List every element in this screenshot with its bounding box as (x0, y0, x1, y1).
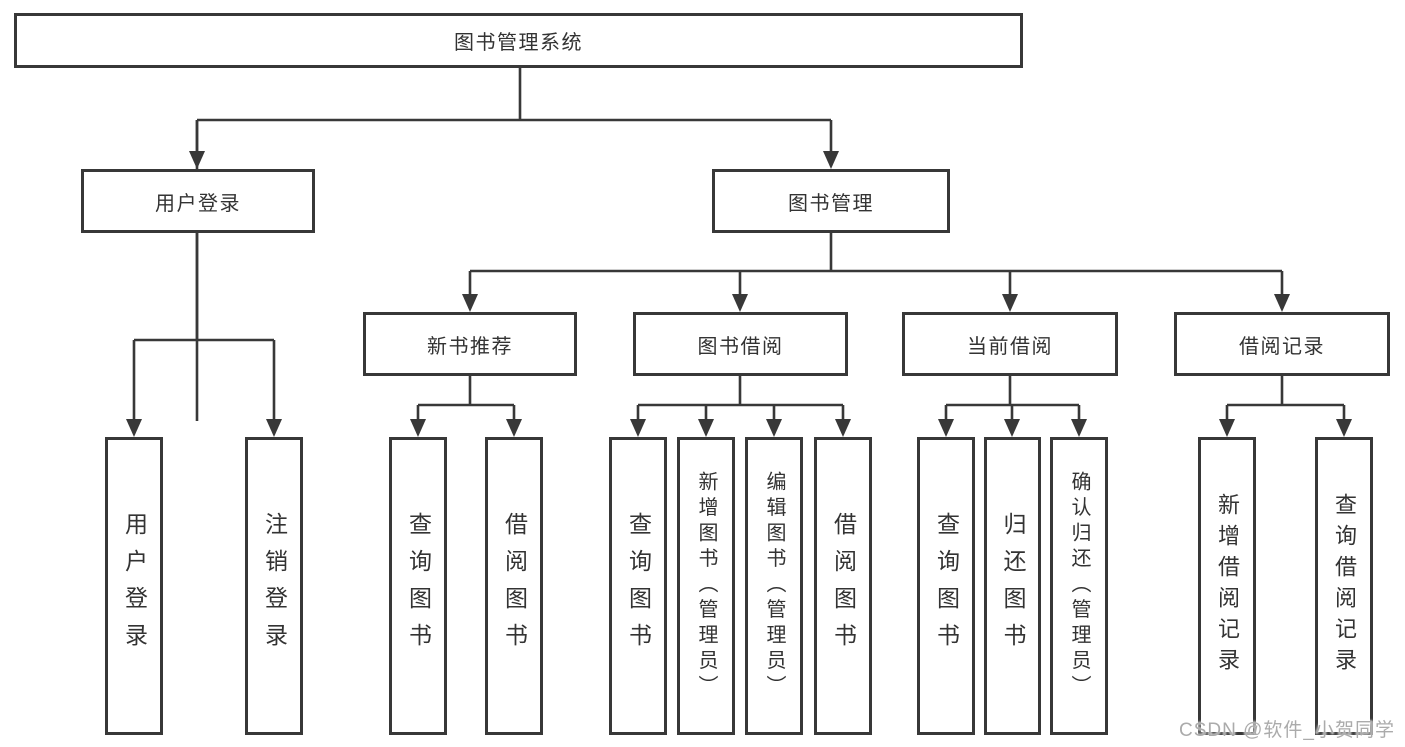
leaf-query-books-recommend: 查询图书 (389, 437, 447, 735)
leaf-add-books-admin: 新增图书（管理员） (677, 437, 735, 735)
connector-current-borrow (944, 376, 1081, 421)
node-book-management-label: 图书管理 (788, 192, 874, 215)
arrow-down-icon (1274, 294, 1290, 312)
leaf-query-books-recommend-label: 查询图书 (405, 512, 432, 660)
connector-user-login (132, 233, 276, 421)
arrow-down-icon (266, 419, 282, 437)
connector-new-books (416, 376, 516, 421)
leaf-add-books-admin-label: 新增图书（管理员） (695, 471, 717, 701)
leaf-confirm-return-admin-label: 确认归还（管理员） (1068, 471, 1090, 701)
node-user-login-label: 用户登录 (155, 192, 241, 215)
node-new-book-recommend: 新书推荐 (363, 312, 577, 376)
node-root: 图书管理系统 (14, 13, 1023, 68)
leaf-logout-label: 注销登录 (261, 512, 288, 660)
node-book-management: 图书管理 (712, 169, 950, 233)
node-user-login: 用户登录 (81, 169, 315, 233)
arrow-down-icon (1071, 419, 1087, 437)
arrow-down-icon (938, 419, 954, 437)
arrow-down-icon (462, 294, 478, 312)
node-new-book-recommend-label: 新书推荐 (427, 335, 513, 358)
arrow-down-icon (126, 419, 142, 437)
arrow-down-icon (823, 151, 839, 169)
arrow-down-icon (189, 151, 205, 169)
leaf-query-books-borrowing-label: 查询图书 (625, 512, 652, 660)
arrow-down-icon (698, 419, 714, 437)
leaf-borrow-books-borrowing: 借阅图书 (814, 437, 872, 735)
connector-borrow-records (1225, 376, 1346, 421)
arrow-down-icon (506, 419, 522, 437)
node-borrow-records-label: 借阅记录 (1239, 335, 1325, 358)
arrow-down-icon (732, 294, 748, 312)
node-book-borrowing-label: 图书借阅 (697, 335, 784, 358)
leaf-query-books-borrowing: 查询图书 (609, 437, 667, 735)
arrow-down-icon (410, 419, 426, 437)
connector-book-mgmt (468, 233, 1284, 296)
leaf-edit-books-admin-label: 编辑图书（管理员） (763, 471, 785, 701)
leaf-add-borrow-record: 新增借阅记录 (1198, 437, 1256, 735)
node-current-borrowing-label: 当前借阅 (967, 335, 1053, 358)
csdn-watermark: CSDN @软件_小贺同学 (1179, 720, 1395, 741)
leaf-query-books-current: 查询图书 (917, 437, 975, 735)
leaf-borrow-books-recommend: 借阅图书 (485, 437, 543, 735)
leaf-query-borrow-record-label: 查询借阅记录 (1332, 493, 1357, 679)
leaf-confirm-return-admin: 确认归还（管理员） (1050, 437, 1108, 735)
leaf-edit-books-admin: 编辑图书（管理员） (745, 437, 803, 735)
arrow-down-icon (1219, 419, 1235, 437)
leaf-user-login: 用户登录 (105, 437, 163, 735)
node-borrow-records: 借阅记录 (1174, 312, 1390, 376)
leaf-user-login-label: 用户登录 (121, 512, 148, 660)
arrow-down-icon (1002, 294, 1018, 312)
node-root-label: 图书管理系统 (454, 32, 583, 54)
leaf-query-borrow-record: 查询借阅记录 (1315, 437, 1373, 735)
arrow-down-icon (1004, 419, 1020, 437)
arrow-down-icon (766, 419, 782, 437)
leaf-return-books: 归还图书 (984, 437, 1041, 735)
arrow-down-icon (835, 419, 851, 437)
node-current-borrowing: 当前借阅 (902, 312, 1118, 376)
node-book-borrowing: 图书借阅 (633, 312, 848, 376)
leaf-logout: 注销登录 (245, 437, 303, 735)
leaf-query-books-current-label: 查询图书 (933, 512, 960, 660)
leaf-return-books-label: 归还图书 (1000, 512, 1026, 660)
connector-book-borrow (636, 376, 845, 421)
arrow-down-icon (1336, 419, 1352, 437)
arrow-down-icon (630, 419, 646, 437)
leaf-add-borrow-record-label: 新增借阅记录 (1215, 493, 1240, 679)
leaf-borrow-books-borrowing-label: 借阅图书 (830, 512, 857, 660)
leaf-borrow-books-recommend-label: 借阅图书 (501, 512, 528, 660)
